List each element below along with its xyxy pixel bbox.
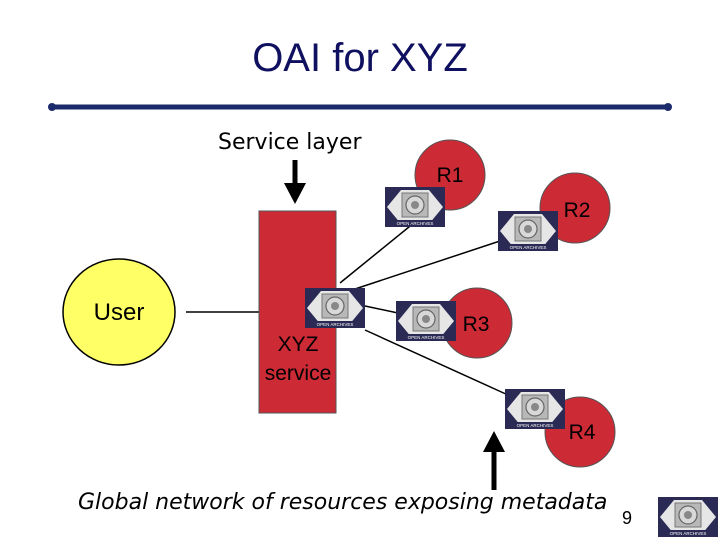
repository-r2-label: R2 <box>563 199 591 222</box>
link-service-r2 <box>351 239 504 291</box>
svg-text:OPEN ARCHIVES: OPEN ARCHIVES <box>397 221 434 226</box>
open-archives-logo-icon: OPEN ARCHIVES <box>657 496 719 538</box>
page-title: OAI for XYZ <box>252 36 468 80</box>
open-archives-logo-icon: OPEN ARCHIVES <box>504 388 566 430</box>
open-archives-logo-icon: OPEN ARCHIVES <box>304 287 366 329</box>
open-archives-logo-icon: OPEN ARCHIVES <box>395 300 457 342</box>
service-layer-label: Service layer <box>218 130 362 155</box>
repository-r3-label: R3 <box>462 313 490 336</box>
global-network-arrow <box>483 431 505 490</box>
open-archives-logo-icon: OPEN ARCHIVES <box>497 210 559 252</box>
title-rule <box>48 103 672 111</box>
svg-text:OPEN ARCHIVES: OPEN ARCHIVES <box>510 245 547 250</box>
repository-r1-label: R1 <box>436 164 464 187</box>
link-service-r1 <box>339 217 421 284</box>
global-network-label: Global network of resources exposing met… <box>78 490 608 515</box>
service-layer-arrow <box>284 160 306 204</box>
svg-text:OPEN ARCHIVES: OPEN ARCHIVES <box>670 531 707 536</box>
user-node <box>62 258 176 366</box>
repository-r4-label: R4 <box>568 421 596 444</box>
xyz-service-label: XYZ service <box>264 333 332 385</box>
page-number: 9 <box>622 508 633 528</box>
user-label: User <box>93 299 145 326</box>
link-service-r3 <box>364 305 399 314</box>
svg-text:OPEN ARCHIVES: OPEN ARCHIVES <box>517 423 554 428</box>
svg-text:OPEN ARCHIVES: OPEN ARCHIVES <box>408 335 445 340</box>
open-archives-logo-icon: OPEN ARCHIVES <box>384 186 446 228</box>
svg-text:OPEN ARCHIVES: OPEN ARCHIVES <box>317 322 354 327</box>
link-service-r4 <box>364 329 509 396</box>
